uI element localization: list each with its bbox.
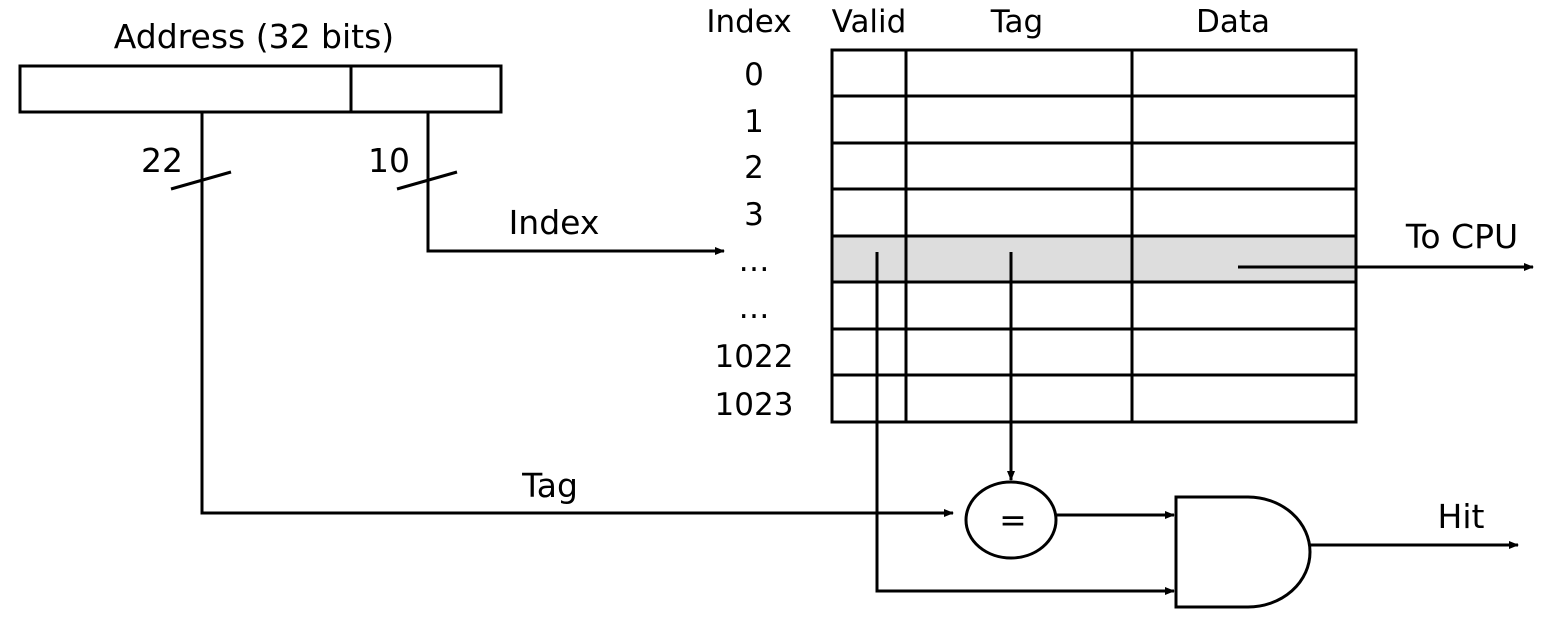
- tag-bit-width: 22: [141, 141, 183, 180]
- index-bit-width: 10: [368, 141, 410, 180]
- address-register: [18, 64, 503, 114]
- row-index-label: 3: [744, 197, 764, 233]
- to-cpu-label: To CPU: [1405, 217, 1518, 256]
- selected-row-highlight: [832, 236, 1356, 282]
- hit-label: Hit: [1438, 497, 1485, 536]
- row-index-label: 1022: [715, 339, 794, 375]
- row-index-label: …: [739, 243, 770, 279]
- row-index-label: 0: [744, 57, 764, 93]
- row-index-label: 2: [744, 150, 764, 186]
- tag-comparator: [964, 480, 1058, 560]
- data-column-header: Data: [1196, 4, 1270, 40]
- tag-bus-slash: [170, 170, 232, 191]
- address-title: Address (32 bits): [114, 17, 394, 56]
- tag-wire-label: Tag: [521, 466, 578, 505]
- index-wire-label: Index: [509, 203, 600, 242]
- index-bus-slash: [396, 170, 458, 191]
- and-gate: [1174, 495, 1312, 609]
- tag-column-header: Tag: [990, 4, 1043, 40]
- comparator-symbol: =: [999, 500, 1027, 539]
- index-wire: [426, 112, 725, 255]
- tag-wire: [200, 112, 954, 517]
- index-column-header: Index: [706, 4, 791, 40]
- row-index-label: 1: [744, 104, 764, 140]
- valid-bit-wire: [875, 252, 1175, 595]
- row-index-label: …: [739, 290, 770, 326]
- row-index-label: 1023: [715, 387, 794, 423]
- valid-column-header: Valid: [832, 4, 907, 40]
